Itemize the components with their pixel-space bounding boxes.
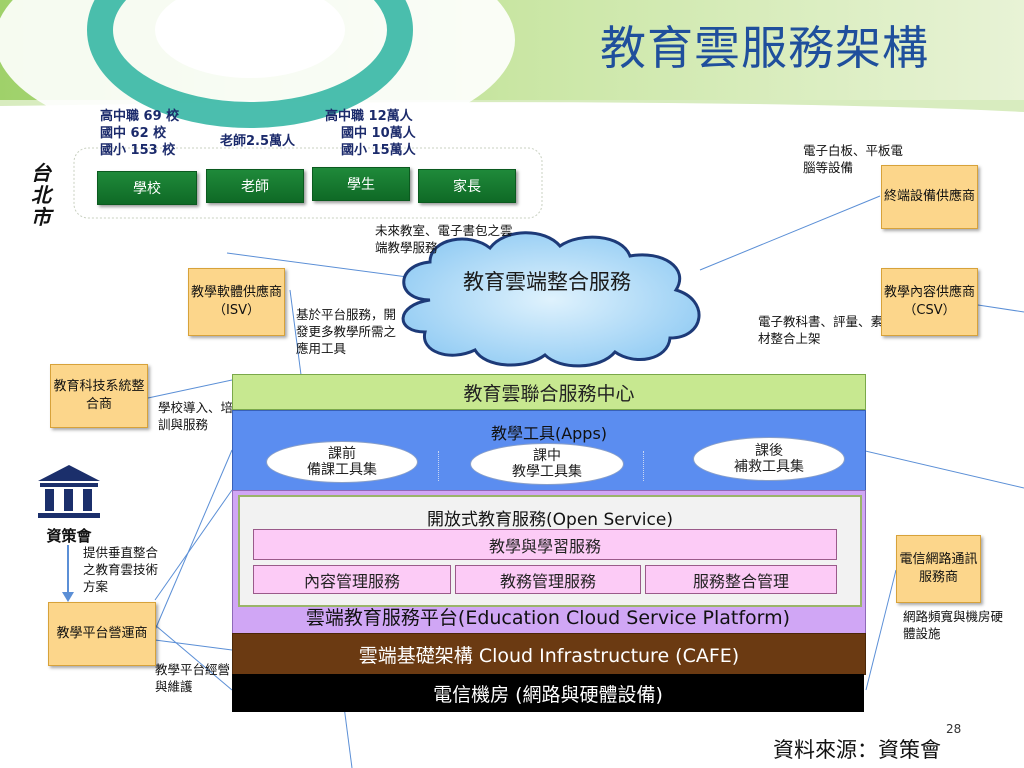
- app-inclass[interactable]: 課中教學工具集: [470, 443, 624, 485]
- user-button-student[interactable]: 學生: [312, 167, 410, 201]
- provider-platform-operator[interactable]: 教學平台營運商: [48, 602, 156, 666]
- provider-terminal[interactable]: 終端設備供應商: [881, 165, 978, 229]
- telecom-room-label: 電信機房 (網路與硬體設備): [433, 683, 663, 706]
- platform-label: 雲端教育服務平台(Education Cloud Service Platfor…: [305, 607, 791, 629]
- user-button-teacher[interactable]: 老師: [206, 169, 304, 203]
- provider-integrator[interactable]: 教育科技系統整合商: [50, 364, 148, 428]
- telecom-room-layer: 電信機房 (網路與硬體設備): [232, 674, 864, 712]
- note-platform-apps: 基於平台服務，開發更多教學所需之應用工具: [296, 307, 397, 356]
- city-label: 台北市: [31, 161, 51, 229]
- page-number: 28: [946, 722, 962, 736]
- infra-layer: 雲端基礎架構 Cloud Infrastructure (CAFE): [232, 633, 866, 675]
- apps-title: 教學工具(Apps): [490, 424, 608, 443]
- institute-logo: 資策會: [36, 463, 102, 545]
- student-stats: 高中職 12萬人 國中 10萬人 國小 15萬人: [325, 109, 416, 158]
- page-title: 教育雲服務架構: [600, 21, 929, 75]
- building-icon: [38, 465, 100, 518]
- infra-label: 雲端基礎架構 Cloud Infrastructure (CAFE): [358, 644, 740, 667]
- cloud-label: 教育雲端整合服務: [463, 270, 631, 294]
- note-network: 網路頻寬與機房硬體設施: [903, 609, 1004, 641]
- open-service-label: 開放式教育服務(Open Service): [427, 510, 673, 530]
- note-devices: 電子白板、平板電腦等設備: [803, 143, 904, 175]
- note-school-import: 學校導入、培訓與服務: [158, 400, 234, 432]
- teacher-stat: 老師2.5萬人: [220, 134, 296, 149]
- federation-layer: 教育雲聯合服務中心: [232, 374, 866, 410]
- user-button-school[interactable]: 學校: [97, 171, 197, 205]
- source-label: 資料來源：資策會: [773, 738, 941, 762]
- user-button-parent[interactable]: 家長: [418, 169, 516, 203]
- app-prep[interactable]: 課前備課工具集: [266, 441, 418, 483]
- content-management-service[interactable]: 內容管理服務: [253, 565, 451, 594]
- apps-divider: [643, 451, 645, 481]
- provider-isv[interactable]: 教學軟體供應商（ISV）: [188, 268, 285, 336]
- app-remedial[interactable]: 課後補救工具集: [693, 437, 845, 481]
- academic-management-service[interactable]: 教務管理服務: [455, 565, 641, 594]
- note-vertical: 提供垂直整合之教育雲技術方案: [83, 545, 159, 594]
- apps-divider: [438, 451, 440, 481]
- note-future-classroom: 未來教室、電子書包之雲端教學服務: [375, 223, 513, 255]
- note-content: 電子教科書、評量、素材整合上架: [758, 314, 884, 346]
- provider-content[interactable]: 教學內容供應商（CSV）: [881, 268, 978, 336]
- integration-management-service[interactable]: 服務整合管理: [645, 565, 837, 594]
- school-stats: 高中職 69 校 國中 62 校 國小 153 校: [100, 109, 180, 158]
- note-operation: 教學平台經營與維護: [155, 662, 231, 694]
- institute-label: 資策會: [46, 527, 92, 545]
- provider-telecom[interactable]: 電信網路通訊服務商: [896, 535, 981, 603]
- teach-learn-service[interactable]: 教學與學習服務: [253, 529, 837, 560]
- federation-label: 教育雲聯合服務中心: [463, 382, 635, 405]
